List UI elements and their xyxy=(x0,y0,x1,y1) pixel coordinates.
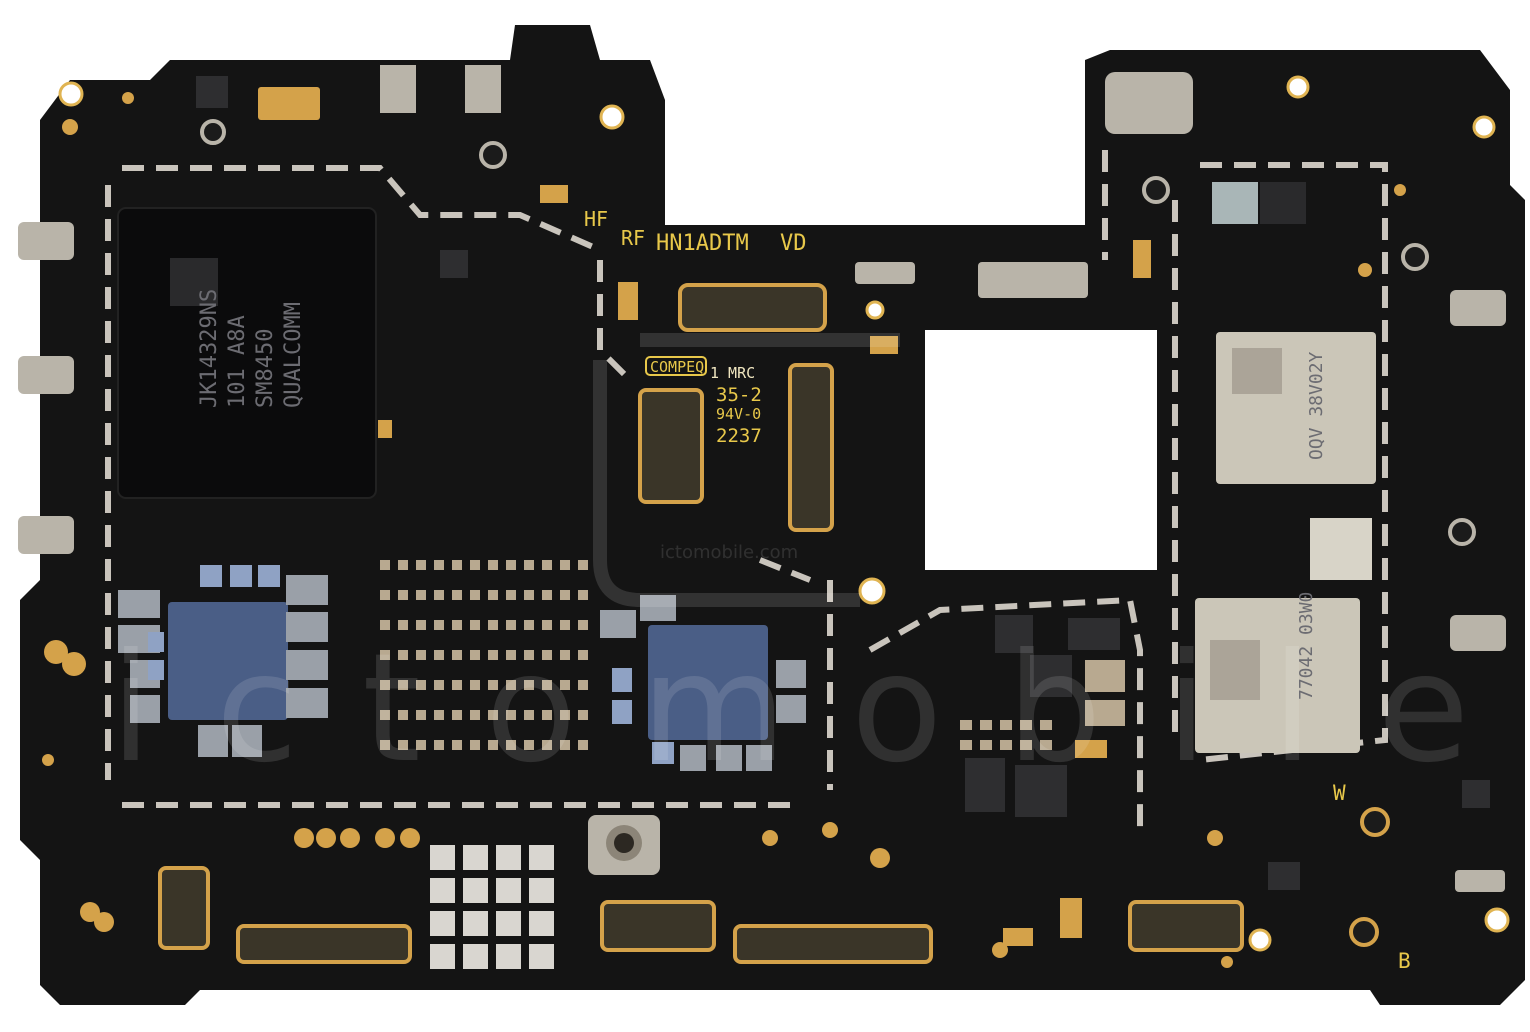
silk-board-id: HN1ADTM xyxy=(656,231,749,256)
pcb-board xyxy=(20,25,1525,1005)
rf-module-bottom: 77042 03W0 xyxy=(1195,592,1360,753)
silk-b: B xyxy=(1398,949,1411,973)
qualcomm-soc: QUALCOMM SM8450 101 A8A JK14329NS xyxy=(117,207,377,499)
soc-marking-line1: QUALCOMM xyxy=(281,302,306,408)
connector-top xyxy=(678,283,827,332)
side-pads xyxy=(18,65,1506,892)
pmic-left xyxy=(118,565,328,757)
board-cutout xyxy=(925,330,1157,570)
silk-flammability: 94V-0 xyxy=(716,405,761,423)
silk-code: 35-2 xyxy=(716,384,762,406)
soc-marking-line2: SM8450 xyxy=(253,329,278,408)
watermark-brand: ictomobile xyxy=(110,622,1530,796)
passive-components xyxy=(380,560,1125,750)
connector-bottom-left xyxy=(158,866,210,950)
silkscreen: HF RF HN1ADTM VD COMPEQ 1 MRC 35-2 94V-0… xyxy=(584,207,1411,973)
spring-contacts xyxy=(378,185,1151,946)
rf-coax-connectors xyxy=(200,119,1476,947)
soc-marking-line4: JK14329NS xyxy=(197,289,222,408)
connector-bottom-4 xyxy=(1128,900,1244,952)
soc-marking-line3: 101 A8A xyxy=(225,315,250,408)
connector-bottom-3 xyxy=(733,924,933,964)
silk-vd: VD xyxy=(780,231,807,256)
connector-bottom-2 xyxy=(600,900,716,952)
silk-maker: COMPEQ xyxy=(650,358,704,376)
screw-post xyxy=(588,815,660,875)
watermark-site: ictomobile.com xyxy=(660,542,798,563)
dark-ics xyxy=(196,76,1490,890)
mounting-holes xyxy=(58,75,1510,952)
silk-hf: HF xyxy=(584,207,608,231)
rf-module-top: OQV 38V02Y xyxy=(1216,332,1376,484)
connector-vertical-b xyxy=(788,363,834,532)
connector-vertical-a xyxy=(638,388,704,504)
silk-date-code: 2237 xyxy=(716,425,762,447)
test-pad-grid xyxy=(430,845,554,969)
connectors xyxy=(158,283,1244,964)
silk-maker-box: COMPEQ xyxy=(645,356,707,376)
connector-bottom-1 xyxy=(236,924,412,964)
small-chip-2 xyxy=(1260,182,1306,224)
pmic-right xyxy=(600,595,806,771)
watermark: ictomobile.com ictomobile xyxy=(110,333,1530,796)
chip-a-marking: OQV 38V02Y xyxy=(1306,351,1327,460)
silk-w: W xyxy=(1333,781,1346,805)
chip-b-marking: 77042 03W0 xyxy=(1296,592,1317,700)
silk-mrc: 1 MRC xyxy=(710,364,755,382)
silk-rf: RF xyxy=(621,226,645,250)
small-rf-chip xyxy=(1310,518,1372,580)
crystal xyxy=(258,87,320,120)
small-chip-1 xyxy=(1212,182,1258,224)
gold-pads xyxy=(42,92,1406,968)
